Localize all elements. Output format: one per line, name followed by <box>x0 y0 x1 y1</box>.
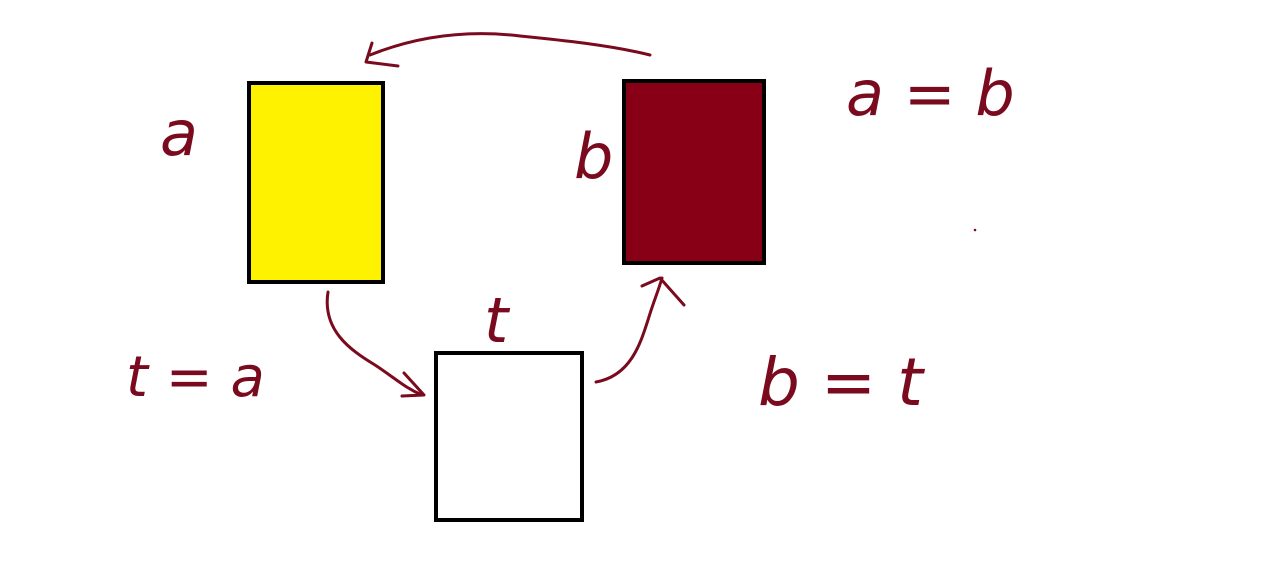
arrow-t-to-b <box>594 276 686 384</box>
equation-t-equals-a: t = a <box>126 345 265 410</box>
equation-b-equals-t: b = t <box>758 344 925 421</box>
stray-dot <box>973 228 977 232</box>
label-b: b <box>574 120 613 193</box>
box-a <box>247 81 385 284</box>
arrow-a-to-t <box>325 290 426 398</box>
box-b <box>622 79 766 265</box>
arrow-b-to-a <box>364 32 652 68</box>
equation-a-equals-b: a = b <box>846 57 1015 130</box>
label-t: t <box>484 284 511 357</box>
box-t <box>434 351 584 522</box>
label-a: a <box>160 97 198 170</box>
